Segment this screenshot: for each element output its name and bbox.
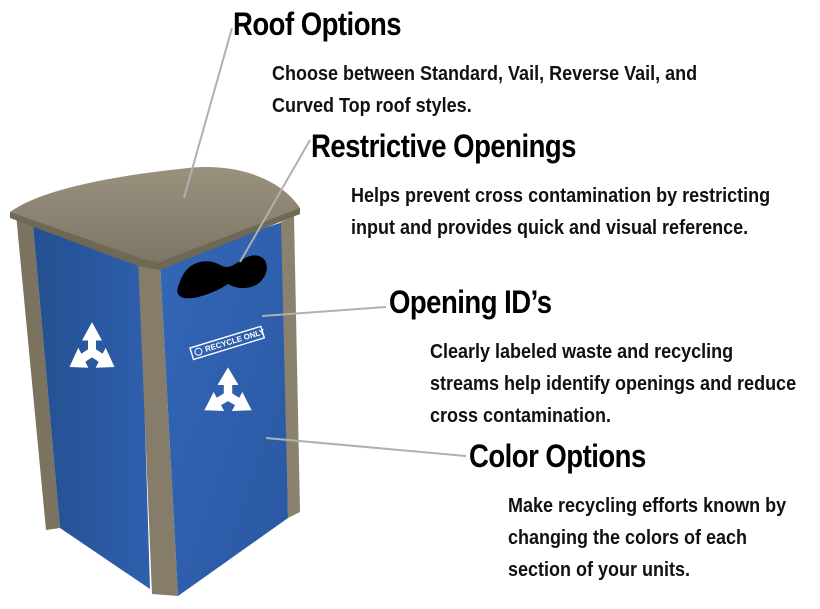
front-post (138, 258, 178, 596)
feature-title-roof-options: Roof Options (233, 6, 402, 42)
leader-color (265, 437, 467, 457)
leader-opening (239, 139, 311, 263)
feature-description-restrictive-openings: Helps prevent cross contamination by res… (351, 185, 771, 239)
side-panel (32, 214, 150, 589)
feature-title-color-options: Color Options (469, 438, 646, 474)
leader-label (261, 306, 387, 317)
opening-id-label (189, 325, 266, 361)
feature-description-color-options: Make recycling efforts known by changing… (508, 495, 787, 581)
restrictive-opening (177, 255, 267, 299)
feature-description-opening-ids: Clearly labeled waste and recycling stre… (430, 341, 797, 427)
leader-roof (183, 27, 233, 199)
front-panel (160, 222, 288, 596)
right-post (281, 216, 300, 518)
feature-title-opening-ids: Opening ID’s (389, 284, 552, 320)
feature-description-roof-options: Choose between Standard, Vail, Reverse V… (272, 63, 698, 117)
left-post (16, 214, 60, 530)
feature-title-restrictive-openings: Restrictive Openings (311, 128, 576, 164)
